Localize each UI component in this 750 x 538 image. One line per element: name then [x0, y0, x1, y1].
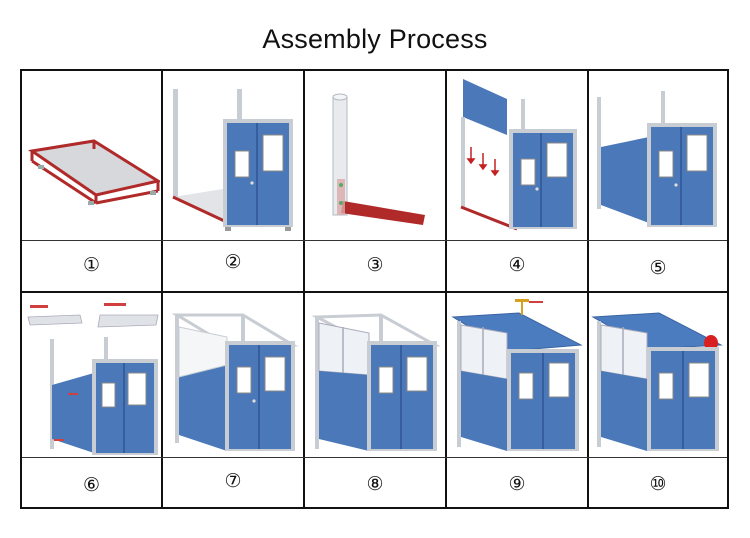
grid-divider	[22, 291, 727, 293]
step-10-image	[589, 293, 727, 456]
step-number: ③	[366, 254, 384, 276]
grid-divider	[22, 457, 727, 458]
grid-divider	[445, 71, 447, 507]
step-6-image	[24, 293, 160, 456]
step-number: ⑩	[649, 473, 667, 495]
step-5-image	[589, 73, 727, 239]
step-2-image	[163, 73, 302, 239]
step-number: ①	[82, 254, 101, 276]
step-number: ⑦	[224, 470, 242, 492]
step-number: ④	[508, 254, 526, 276]
step-number: ⑨	[508, 473, 526, 495]
step-number: ②	[224, 251, 242, 273]
grid-divider	[587, 71, 589, 507]
step-8-image	[305, 293, 444, 456]
step-7-image	[163, 293, 302, 456]
page-title: Assembly Process	[262, 24, 488, 54]
assembly-grid: ① ② ③ ④ ⑤	[20, 69, 729, 509]
step-3-image	[305, 73, 444, 239]
step-9-image	[447, 293, 586, 456]
step-4-image	[447, 73, 586, 239]
grid-divider	[161, 71, 163, 507]
step-number: ⑤	[649, 257, 667, 279]
grid-divider	[22, 240, 727, 241]
step-1-image	[24, 73, 160, 239]
grid-divider	[303, 71, 305, 507]
step-number: ⑥	[82, 474, 101, 496]
step-number: ⑧	[366, 473, 384, 495]
